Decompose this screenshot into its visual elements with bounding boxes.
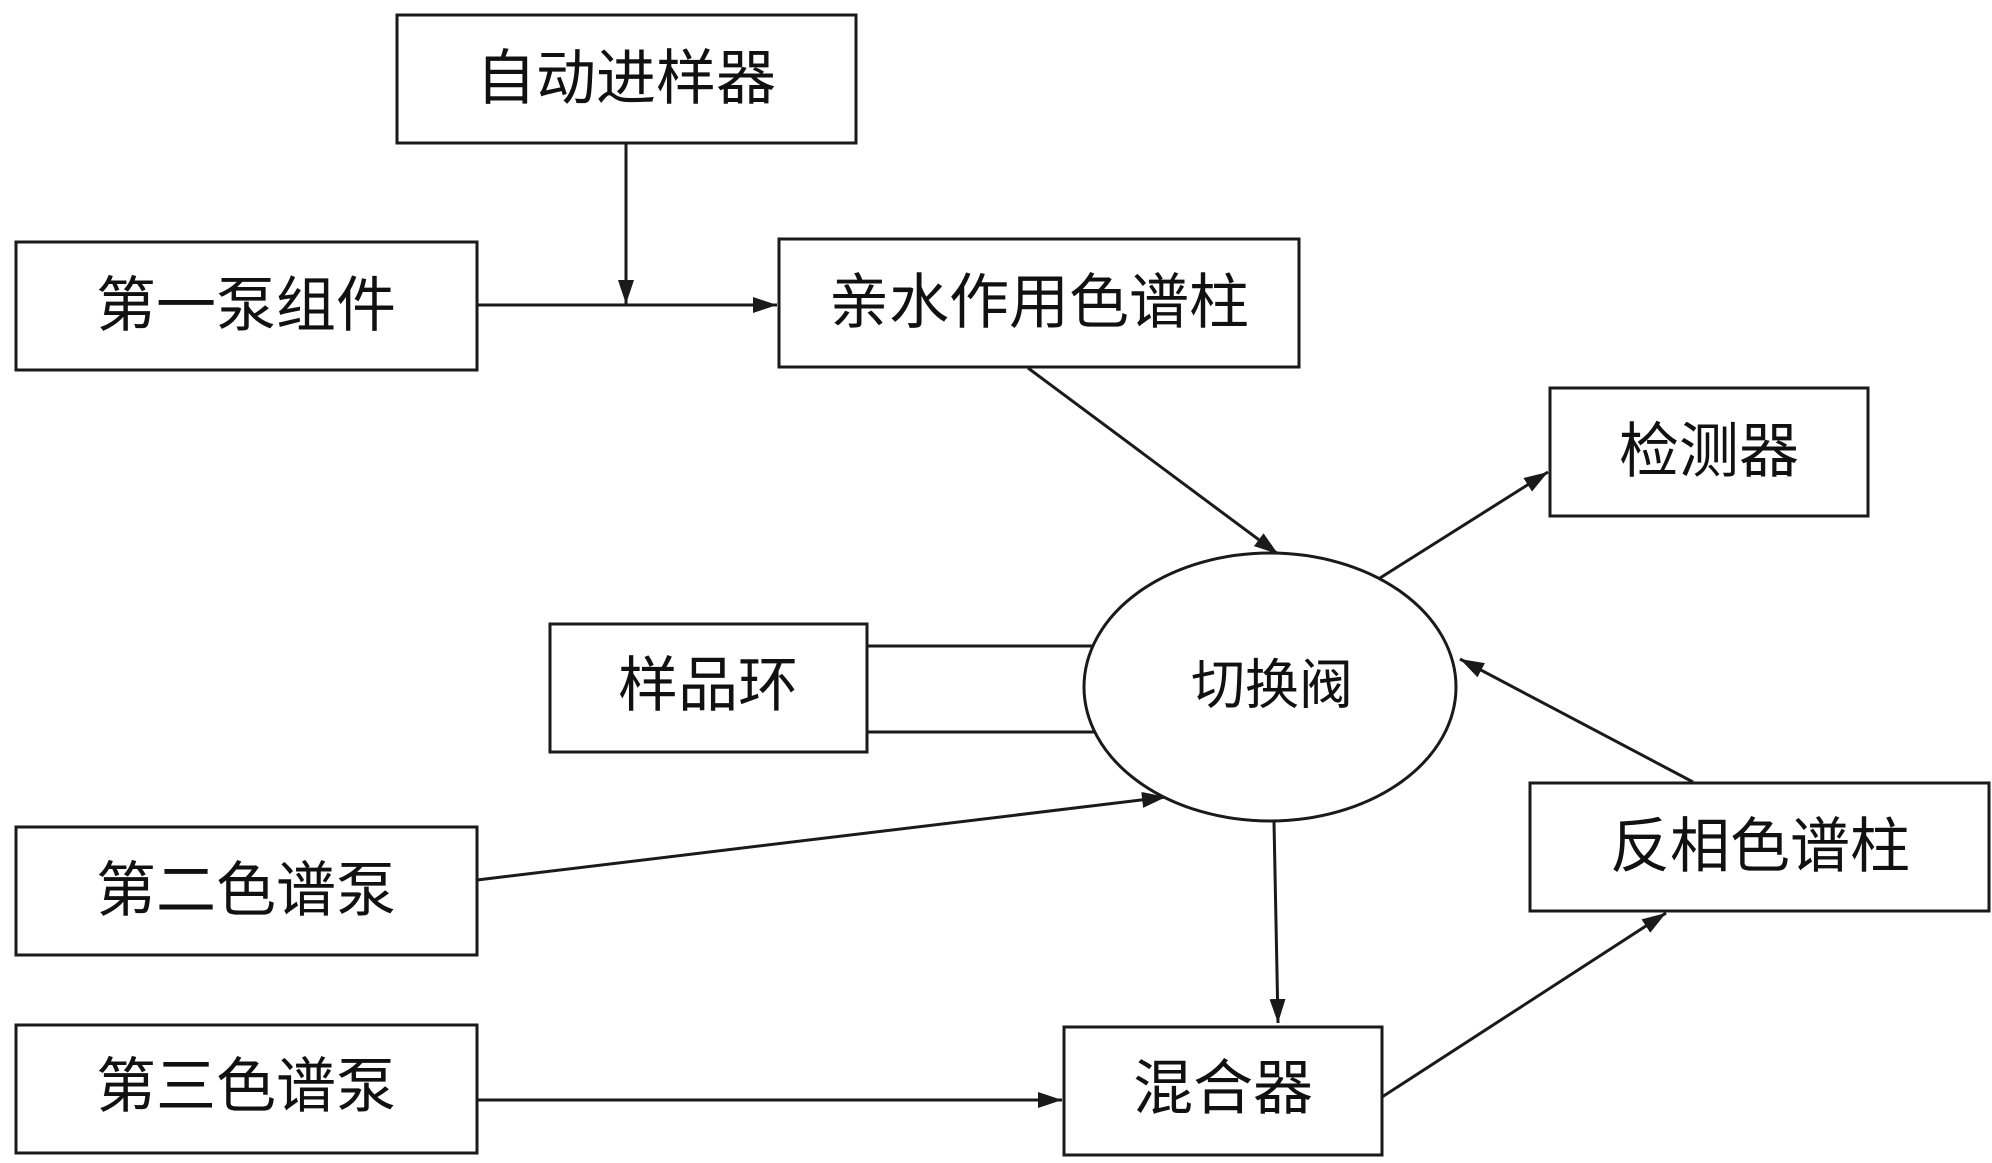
mixer-label: 混合器: [1133, 1054, 1313, 1124]
rp-column-label: 反相色谱柱: [1610, 812, 1910, 882]
mixer-box: [1062, 1025, 1384, 1157]
first-pump-box: [14, 240, 479, 372]
sample-loop-box: [548, 622, 869, 754]
node-third-pump: 第三色谱泵: [14, 1023, 479, 1155]
second-pump-box: [14, 825, 479, 957]
node-second-pump: 第二色谱泵: [14, 825, 479, 957]
third-pump-box: [14, 1023, 479, 1155]
node-rp-column: 反相色谱柱: [1528, 781, 1991, 913]
node-sample-loop: 样品环: [548, 622, 869, 754]
detector-label: 检测器: [1619, 417, 1799, 487]
switch-valve-label: 切换阀: [1191, 654, 1353, 717]
autosampler-label: 自动进样器: [476, 44, 776, 114]
edge-mixer-to-rp: [1381, 911, 1667, 1099]
edge-rp-to-valve: [1459, 657, 1694, 784]
hilic-column-label: 亲水作用色谱柱: [829, 268, 1249, 338]
node-switch-valve: 切换阀: [1082, 551, 1458, 823]
autosampler-box: [395, 13, 858, 145]
connectors: [476, 144, 1694, 1108]
third-pump-label: 第三色谱泵: [96, 1052, 396, 1122]
switch-valve-ellipse: [1082, 551, 1458, 823]
edge-hilic-to-valve: [1027, 366, 1279, 556]
edge-valve-to-detector: [1379, 470, 1549, 580]
edge-valve-to-mixer: [1269, 821, 1286, 1024]
node-hilic-column: 亲水作用色谱柱: [777, 237, 1301, 369]
node-mixer: 混合器: [1062, 1025, 1384, 1157]
edge-second-pump-to-valve: [476, 791, 1167, 882]
first-pump-label: 第一泵组件: [96, 271, 396, 341]
hilic-column-box: [777, 237, 1301, 369]
second-pump-label: 第二色谱泵: [96, 856, 396, 926]
node-detector: 检测器: [1548, 386, 1870, 518]
node-first-pump: 第一泵组件: [14, 240, 479, 372]
sample-loop-label: 样品环: [618, 651, 798, 721]
rp-column-box: [1528, 781, 1991, 913]
detector-box: [1548, 386, 1870, 518]
node-autosampler: 自动进样器: [395, 13, 858, 145]
